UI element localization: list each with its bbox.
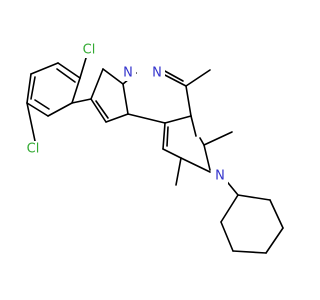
nitrogen-atom-substituted: N: [212, 168, 228, 184]
svg-text:N: N: [215, 169, 225, 184]
molecule-structure: Cl Cl N N N: [23, 42, 284, 254]
chlorine-atom-top: Cl: [80, 42, 100, 58]
nitrogen-atom-bridge: N: [120, 65, 136, 81]
svg-text:N: N: [152, 66, 162, 81]
bond-lines: [26, 57, 284, 254]
svg-text:Cl: Cl: [83, 43, 96, 58]
chlorine-atom-bottom: Cl: [23, 141, 43, 157]
atom-labels: Cl Cl N N N: [23, 42, 228, 184]
svg-text:N: N: [123, 66, 133, 81]
svg-text:Cl: Cl: [27, 142, 40, 157]
nitrogen-atom-ring: N: [149, 65, 165, 81]
